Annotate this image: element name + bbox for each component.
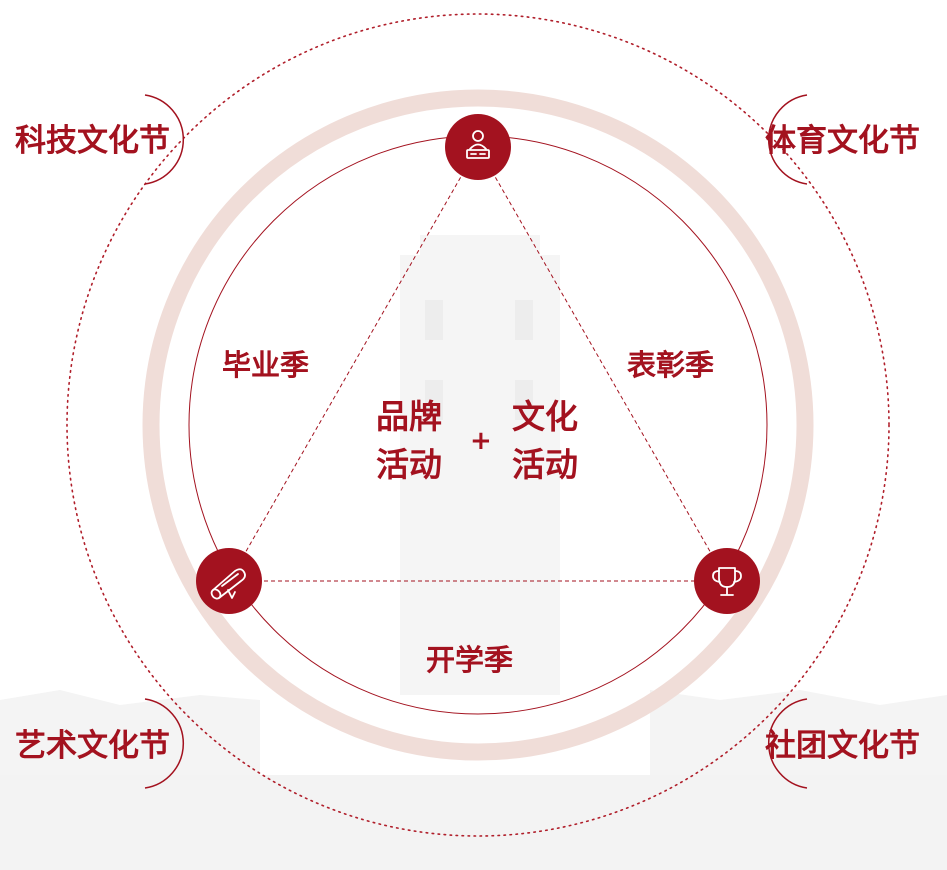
season-label-awards: 表彰季: [627, 348, 714, 382]
center-plus: +: [470, 426, 492, 456]
node-bottom-left: [196, 548, 262, 614]
season-label-opening: 开学季: [426, 643, 513, 677]
festival-label-tech: 科技文化节: [15, 123, 170, 159]
festival-label-sports: 体育文化节: [765, 123, 920, 159]
dashed-triangle: [228, 146, 728, 582]
center-brand-line2: 活动: [376, 445, 442, 484]
center-culture-line1: 文化: [512, 397, 578, 436]
festival-label-arts: 艺术文化节: [15, 728, 170, 764]
center-brand-line1: 品牌: [376, 397, 442, 436]
pale-ring: [142, 89, 814, 761]
festival-label-clubs: 社团文化节: [765, 728, 920, 764]
node-top: [445, 114, 511, 180]
center-culture-line2: 活动: [512, 445, 578, 484]
graduate-person-icon: [466, 130, 490, 159]
festival-arcs: [144, 94, 808, 789]
diploma-scroll-icon: [210, 568, 246, 600]
background-watermark: [0, 235, 947, 870]
season-label-graduation: 毕业季: [222, 348, 309, 382]
outer-dotted-circle: [66, 13, 890, 837]
node-bottom-right: [694, 548, 760, 614]
trophy-cup-icon: [712, 567, 742, 596]
